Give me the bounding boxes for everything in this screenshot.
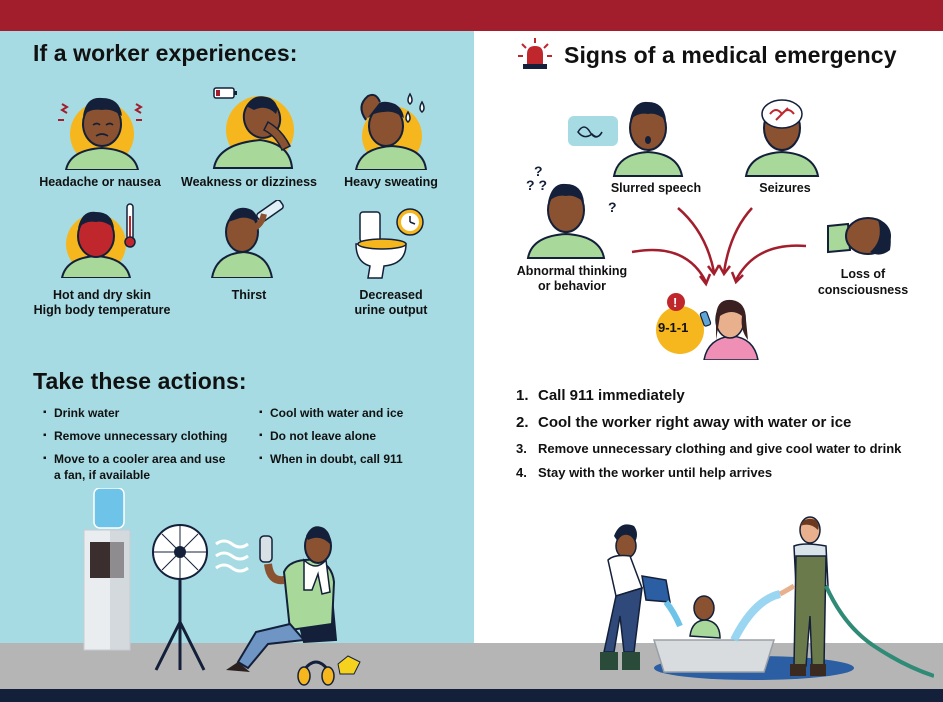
sign-label-line2: consciousness xyxy=(817,283,909,297)
sweat-drops-icon xyxy=(405,92,425,123)
action-item: Cool with water and ice xyxy=(259,405,403,421)
abnormal-thinking-figure-icon: ? ? ? ? xyxy=(526,163,617,259)
sign-label: Seizures xyxy=(759,181,811,195)
symptom-label-line2: urine output xyxy=(354,303,428,317)
symptom-label: Weakness or dizziness xyxy=(181,175,317,189)
cooling-scene-icon xyxy=(600,516,934,680)
siren-icon xyxy=(518,38,552,69)
resting-worker-icon xyxy=(226,526,361,686)
ear-muffs-icon xyxy=(297,660,335,686)
thermometer-icon xyxy=(124,203,136,248)
actions-title: Take these actions: xyxy=(33,368,247,394)
sign-label: Abnormal thinking xyxy=(516,264,628,278)
top-banner xyxy=(0,0,943,31)
right-panel xyxy=(474,31,943,643)
unconscious-figure-icon xyxy=(827,217,891,255)
symptom-label-line2: High body temperature xyxy=(33,303,171,317)
symptom-label: Heavy sweating xyxy=(344,175,438,189)
action-item-line2: a fan, if available xyxy=(54,468,151,482)
sign-label-line2: or behavior xyxy=(537,279,607,293)
weakness-figure-icon xyxy=(212,87,294,169)
svg-text:?: ? xyxy=(534,163,543,179)
speech-bubble-icon xyxy=(577,126,603,138)
symptom-label: Headache or nausea xyxy=(39,175,161,189)
question-marks-icon: ? ? xyxy=(526,177,547,193)
action-item: When in doubt, call 911 xyxy=(259,451,403,467)
symptom-label: Hot and dry skin xyxy=(53,288,151,302)
phone-icon xyxy=(699,311,712,327)
hot-skin-figure-icon xyxy=(60,203,136,278)
emergency-title: Signs of a medical emergency xyxy=(564,42,897,68)
svg-text:!: ! xyxy=(673,295,677,310)
fan-icon xyxy=(152,524,249,671)
sign-label: Loss of xyxy=(840,267,886,281)
action-item: Drink water xyxy=(43,405,119,421)
step-item: 2.Cool the worker right away with water … xyxy=(516,414,852,431)
bottom-banner xyxy=(0,689,943,702)
caller-figure-icon: ! xyxy=(656,293,759,360)
alert-icon xyxy=(667,293,685,311)
svg-text:?: ? xyxy=(608,199,617,215)
thirst-figure-icon xyxy=(210,200,284,278)
clock-icon xyxy=(396,208,424,236)
call-911-label: 9-1-1 xyxy=(658,320,689,335)
sign-label: Slurred speech xyxy=(610,181,702,195)
slurred-speech-figure-icon xyxy=(568,101,684,177)
step-item: 4.Stay with the worker until help arrive… xyxy=(516,465,773,480)
gloves-icon xyxy=(337,655,361,675)
symptoms-title: If a worker experiences: xyxy=(33,40,298,66)
headache-figure-icon xyxy=(58,97,143,170)
action-item: Do not leave alone xyxy=(259,428,376,444)
action-item: Move to a cooler area and use xyxy=(43,451,225,467)
symptom-label: Thirst xyxy=(231,288,267,302)
symptom-label: Decreased xyxy=(359,288,423,302)
step-item: 1.Call 911 immediately xyxy=(516,387,685,404)
water-cooler-icon xyxy=(83,488,131,651)
sweating-figure-icon xyxy=(354,92,428,170)
step-item: 3.Remove unnecessary clothing and give c… xyxy=(516,441,902,456)
seizures-figure-icon xyxy=(744,99,820,177)
toilet-icon xyxy=(355,208,424,279)
converging-arrows xyxy=(631,207,807,287)
action-item: Remove unnecessary clothing xyxy=(43,428,227,444)
